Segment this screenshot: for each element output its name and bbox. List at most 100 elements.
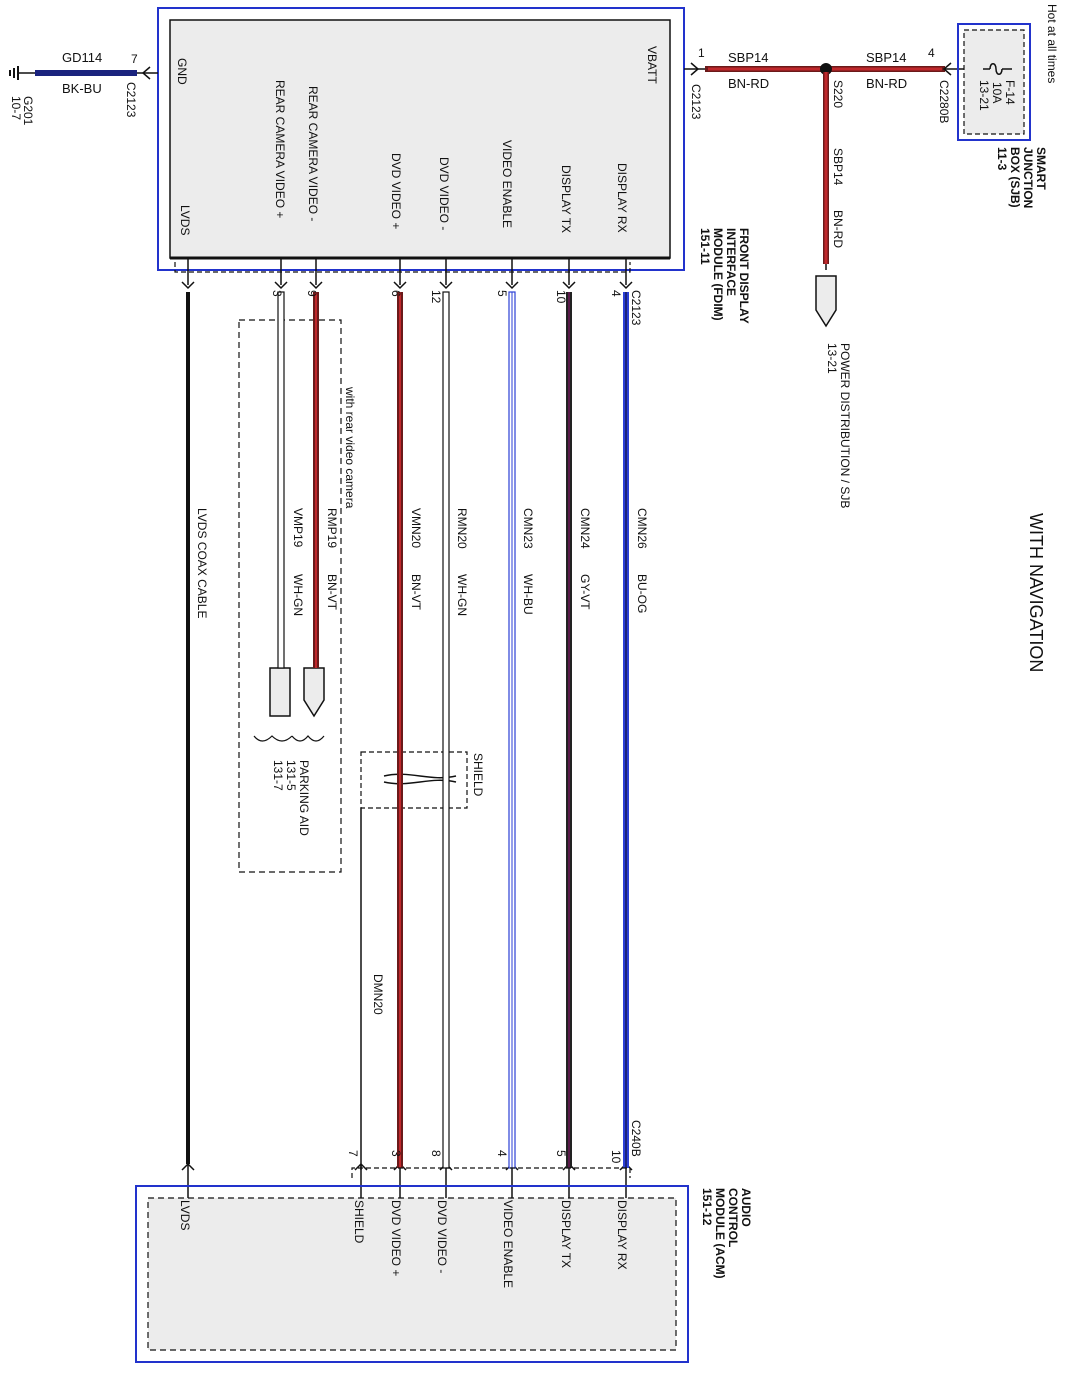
- video-enable-pin-bottom: 4: [495, 1150, 509, 1157]
- sjb-connector: C2280B: [937, 80, 951, 123]
- parking-aid-label: PARKING AID: [297, 760, 311, 836]
- ground-circuit-id: GD114: [62, 50, 102, 65]
- rear-plus-pin-top: 3: [270, 290, 284, 297]
- shield-pin-bottom: 7: [346, 1150, 360, 1157]
- fdim-pin-dvd-plus: DVD VIDEO +: [389, 153, 403, 229]
- power-circuit: 1 C2123 SBP14 BN-RD SBP14 BN-RD S220 SBP…: [684, 46, 983, 508]
- parking-aid-ref-2: 131-7: [271, 760, 285, 791]
- display-rx-color: BU-OG: [635, 574, 649, 613]
- fdim-pin-lvds: LVDS: [178, 205, 192, 235]
- fdim-pin-vbatt: VBATT: [645, 46, 659, 84]
- fdim-pin-rear-minus: REAR CAMERA VIDEO -: [306, 86, 320, 221]
- fuse-rating: 10A: [990, 82, 1004, 103]
- dvd-plus-color: BN-VT: [409, 574, 423, 611]
- fdim-name-line-2: INTERFACE: [724, 228, 738, 296]
- power-color-c: BN-RD: [831, 210, 845, 248]
- rear-minus-color: BN-VT: [325, 574, 339, 611]
- rear-plus-circuit: VMP19: [291, 508, 305, 548]
- acm-pin-display-tx: DISPLAY TX: [559, 1200, 573, 1268]
- fdim-arrow-2: [309, 281, 323, 290]
- diagram-title: WITH NAVIGATION: [1026, 513, 1046, 672]
- dvd-minus-pin-top: 12: [429, 290, 443, 304]
- shield-circuit: DMN20: [371, 974, 385, 1015]
- power-circuit-b: SBP14: [866, 50, 906, 65]
- display-rx-wire-tracer: [625, 292, 627, 1168]
- fdim-name-line-4: 151-11: [698, 228, 712, 265]
- shield-box-label: SHIELD: [471, 753, 485, 797]
- fdim-connector-outline: [174, 262, 631, 273]
- acm-module: LVDS SHIELD DVD VIDEO + DVD VIDEO - VIDE…: [135, 1185, 753, 1363]
- parking-aid-brace: [253, 735, 325, 742]
- fdim-arrow-5: [505, 281, 519, 290]
- shield-box: SHIELD: [360, 751, 485, 1170]
- fdim-pin-dvd-minus: DVD VIDEO -: [437, 157, 451, 230]
- dvd-minus-circuit: RMN20: [455, 508, 469, 549]
- fuse-id: F-14: [1003, 80, 1017, 105]
- display-tx-pin-bottom: 5: [554, 1150, 568, 1157]
- acm-name-line-4: 151-12: [700, 1188, 714, 1226]
- display-tx-color: GY-VT: [578, 574, 592, 610]
- display-rx-pin-top: 4: [609, 290, 623, 297]
- power-circuit-a: SBP14: [728, 50, 768, 65]
- dvd-plus-circuit: VMN20: [409, 508, 423, 548]
- acm-name-line-1: AUDIO: [739, 1188, 753, 1227]
- sjb-module: Hot at all times F-14 10A 13-21 4 C2280B…: [928, 4, 1059, 208]
- acm-name-line-3: MODULE (ACM): [713, 1188, 727, 1279]
- sjb-pin: 4: [928, 46, 935, 60]
- acm-pin-display-rx: DISPLAY RX: [615, 1200, 629, 1270]
- dvd-plus-pin-top: 6: [389, 290, 403, 297]
- rear-plus-color: WH-GN: [291, 574, 305, 616]
- acm-pin-shield: SHIELD: [352, 1200, 366, 1244]
- ground-ref: 10-7: [9, 96, 23, 120]
- ground-wire-color: BK-BU: [62, 81, 102, 96]
- fdim-arrow-3: [393, 281, 407, 290]
- sjb-name-line-3: BOX (SJB): [1008, 147, 1022, 208]
- parking-aid-ref-1: 131-5: [284, 760, 298, 791]
- dvd-minus-wire: [442, 291, 450, 1169]
- fuse-symbol: [989, 63, 1003, 75]
- fdim-connector-label: C2123: [629, 290, 643, 326]
- fdim-pin-display-tx: DISPLAY TX: [559, 165, 573, 233]
- acm-pin-dvd-minus: DVD VIDEO -: [435, 1200, 449, 1273]
- fuse-ref: 13-21: [977, 80, 991, 111]
- display-tx-pin-top: 10: [554, 290, 568, 304]
- video-enable-pin-top: 5: [495, 290, 509, 297]
- wire-bundle: LVDS COAX CABLE3VMP19WH-GN9RMP19BN-VT63V…: [181, 258, 649, 1198]
- fdim-name-line-1: FRONT DISPLAY: [737, 228, 751, 324]
- power-splice: S220: [831, 80, 845, 108]
- dvd-minus-color: WH-GN: [455, 574, 469, 616]
- power-pin: 1: [698, 46, 705, 60]
- video-enable-circuit: CMN23: [521, 508, 535, 549]
- video-enable-color: WH-BU: [521, 574, 535, 615]
- power-color-b: BN-RD: [866, 76, 907, 91]
- ground-connector: C2123: [124, 82, 138, 118]
- acm-connector-outline: [351, 1167, 631, 1178]
- acm-name: AUDIO CONTROL MODULE (ACM) 151-12: [700, 1188, 753, 1279]
- acm-pin-lvds: LVDS: [178, 1200, 192, 1230]
- rear-camera-option: with rear video camera PARKING AID 131-5…: [238, 319, 357, 873]
- video-enable-wire-tracer: [511, 292, 513, 1168]
- dvd-plus-wire-tracer: [399, 292, 401, 1168]
- display-tx-circuit: CMN24: [578, 508, 592, 549]
- power-circuit-c: SBP14: [831, 148, 845, 186]
- rear-minus-circuit: RMP19: [325, 508, 339, 548]
- power-connector: C2123: [689, 84, 703, 120]
- fdim-arrow-6: [562, 281, 576, 290]
- acm-pin-dvd-plus: DVD VIDEO +: [389, 1200, 403, 1276]
- fdim-pin-rear-plus: REAR CAMERA VIDEO +: [273, 80, 287, 218]
- power-dist-ref: 13-21: [825, 343, 839, 374]
- ground-circuit: GD114 BK-BU 7 C2123 G201 10-7: [9, 50, 158, 126]
- lvds-coax-wire: [186, 292, 190, 1164]
- display-tx-wire-tracer: [568, 292, 570, 1168]
- sjb-name-line-2: JUNCTION: [1021, 147, 1035, 208]
- fdim-pin-display-rx: DISPLAY RX: [615, 163, 629, 233]
- sjb-name: SMART JUNCTION BOX (SJB) 11-3: [995, 147, 1048, 208]
- fdim-arrow-1: [274, 281, 288, 290]
- fdim-pin-video-enable: VIDEO ENABLE: [500, 140, 514, 228]
- fdim-arrow-4: [439, 281, 453, 290]
- display-rx-circuit: CMN26: [635, 508, 649, 549]
- fdim-pin-gnd: GND: [175, 58, 189, 85]
- acm-pin-video-enable: VIDEO ENABLE: [501, 1200, 515, 1288]
